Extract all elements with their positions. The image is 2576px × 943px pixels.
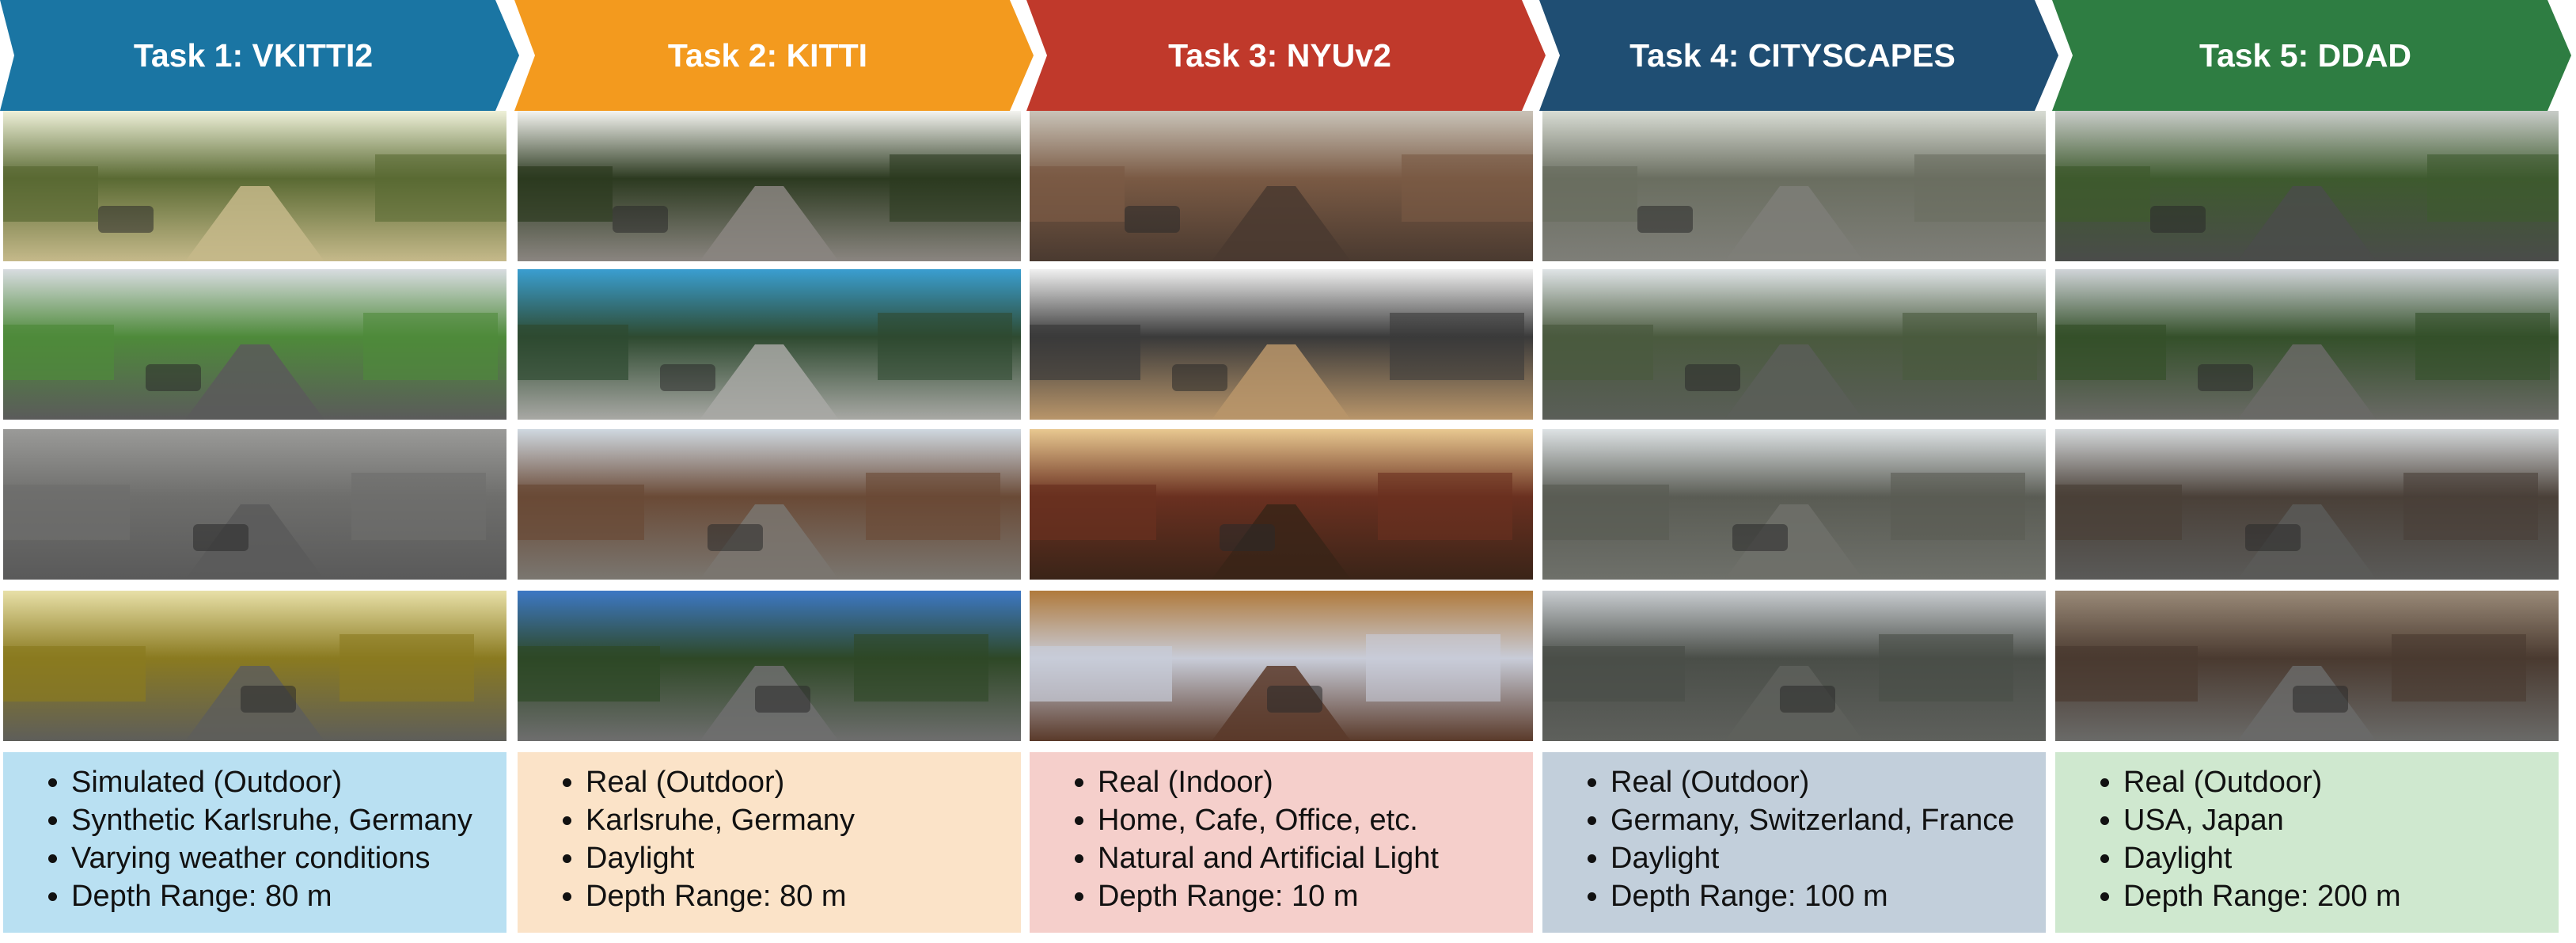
task-column: Task 3: NYUv2Real (Indoor)Home, Cafe, Of… xyxy=(1026,0,1546,943)
sample-image xyxy=(3,429,506,580)
task-info-box: Simulated (Outdoor)Synthetic Karlsruhe, … xyxy=(3,752,506,933)
sample-image xyxy=(1030,269,1533,420)
sample-image xyxy=(1030,429,1533,580)
task-property: Varying weather conditions xyxy=(71,839,506,877)
task-column: Task 1: VKITTI2Simulated (Outdoor)Synthe… xyxy=(0,0,519,943)
header-arrow-shape xyxy=(2052,0,2571,111)
task-column: Task 5: DDAD Real (Outdoor)USA, JapanDayl… xyxy=(2052,0,2571,943)
sample-image xyxy=(3,111,506,261)
task-property: Depth Range: 80 m xyxy=(71,877,506,915)
task-property: Simulated (Outdoor) xyxy=(71,763,506,801)
sample-image xyxy=(3,591,506,741)
task-property: Real (Outdoor) xyxy=(1610,763,2046,801)
task-properties-list: Real (Outdoor)Karlsruhe, GermanyDaylight… xyxy=(518,752,1021,915)
task-property: Natural and Artificial Light xyxy=(1098,839,1533,877)
header-arrow-shape xyxy=(1026,0,1546,111)
task-property: Depth Range: 100 m xyxy=(1610,877,2046,915)
task-column: Task 4: CITYSCAPES Real (Outdoor)Germany,… xyxy=(1539,0,2058,943)
sample-image xyxy=(1542,591,2046,741)
task-title: Task 3: NYUv2 xyxy=(1168,36,1391,74)
task-property: Daylight xyxy=(586,839,1021,877)
sample-image xyxy=(1030,111,1533,261)
sample-image xyxy=(518,591,1021,741)
task-properties-list: Real (Indoor)Home, Cafe, Office, etc.Nat… xyxy=(1030,752,1533,915)
task-title: Task 5: DDAD xyxy=(2199,36,2412,74)
task-property: Depth Range: 10 m xyxy=(1098,877,1533,915)
task-info-box: Real (Outdoor)Karlsruhe, GermanyDaylight… xyxy=(518,752,1021,933)
task-property: Daylight xyxy=(2123,839,2559,877)
task-title: Task 2: KITTI xyxy=(667,36,868,74)
task-info-box: Real (Indoor)Home, Cafe, Office, etc.Nat… xyxy=(1030,752,1533,933)
task-info-box: Real (Outdoor)USA, JapanDaylightDepth Ra… xyxy=(2055,752,2559,933)
task-properties-list: Real (Outdoor)USA, JapanDaylightDepth Ra… xyxy=(2055,752,2559,915)
task-property: Home, Cafe, Office, etc. xyxy=(1098,801,1533,839)
sample-image xyxy=(1542,111,2046,261)
sample-image xyxy=(1542,269,2046,420)
task-property: Real (Outdoor) xyxy=(586,763,1021,801)
task-header: Task 2: KITTI xyxy=(514,0,1034,111)
task-property: Depth Range: 80 m xyxy=(586,877,1021,915)
task-property: Real (Indoor) xyxy=(1098,763,1533,801)
task-title: Task 1: VKITTI2 xyxy=(133,36,374,74)
sample-image xyxy=(2055,111,2559,261)
header-arrow-shape xyxy=(514,0,1034,111)
task-column: Task 2: KITTI Real (Outdoor)Karlsruhe, Ge… xyxy=(514,0,1034,943)
task-property: USA, Japan xyxy=(2123,801,2559,839)
task-header: Task 5: DDAD xyxy=(2052,0,2571,111)
sample-image xyxy=(1030,591,1533,741)
task-property: Daylight xyxy=(1610,839,2046,877)
task-title: Task 4: CITYSCAPES xyxy=(1629,36,1956,74)
task-properties-list: Simulated (Outdoor)Synthetic Karlsruhe, … xyxy=(3,752,506,915)
task-property: Real (Outdoor) xyxy=(2123,763,2559,801)
task-property: Synthetic Karlsruhe, Germany xyxy=(71,801,506,839)
sample-image xyxy=(2055,429,2559,580)
task-header: Task 4: CITYSCAPES xyxy=(1539,0,2058,111)
sample-image xyxy=(2055,591,2559,741)
task-property: Depth Range: 200 m xyxy=(2123,877,2559,915)
task-property: Karlsruhe, Germany xyxy=(586,801,1021,839)
sample-image xyxy=(518,111,1021,261)
sample-image xyxy=(2055,269,2559,420)
task-property: Germany, Switzerland, France xyxy=(1610,801,2046,839)
header-arrow-shape xyxy=(0,0,519,111)
sample-image xyxy=(3,269,506,420)
sample-image xyxy=(518,269,1021,420)
task-info-box: Real (Outdoor)Germany, Switzerland, Fran… xyxy=(1542,752,2046,933)
task-properties-list: Real (Outdoor)Germany, Switzerland, Fran… xyxy=(1542,752,2046,915)
task-header: Task 3: NYUv2 xyxy=(1026,0,1546,111)
header-arrow-shape xyxy=(1539,0,2058,111)
task-header: Task 1: VKITTI2 xyxy=(0,0,519,111)
sample-image xyxy=(518,429,1021,580)
sample-image xyxy=(1542,429,2046,580)
